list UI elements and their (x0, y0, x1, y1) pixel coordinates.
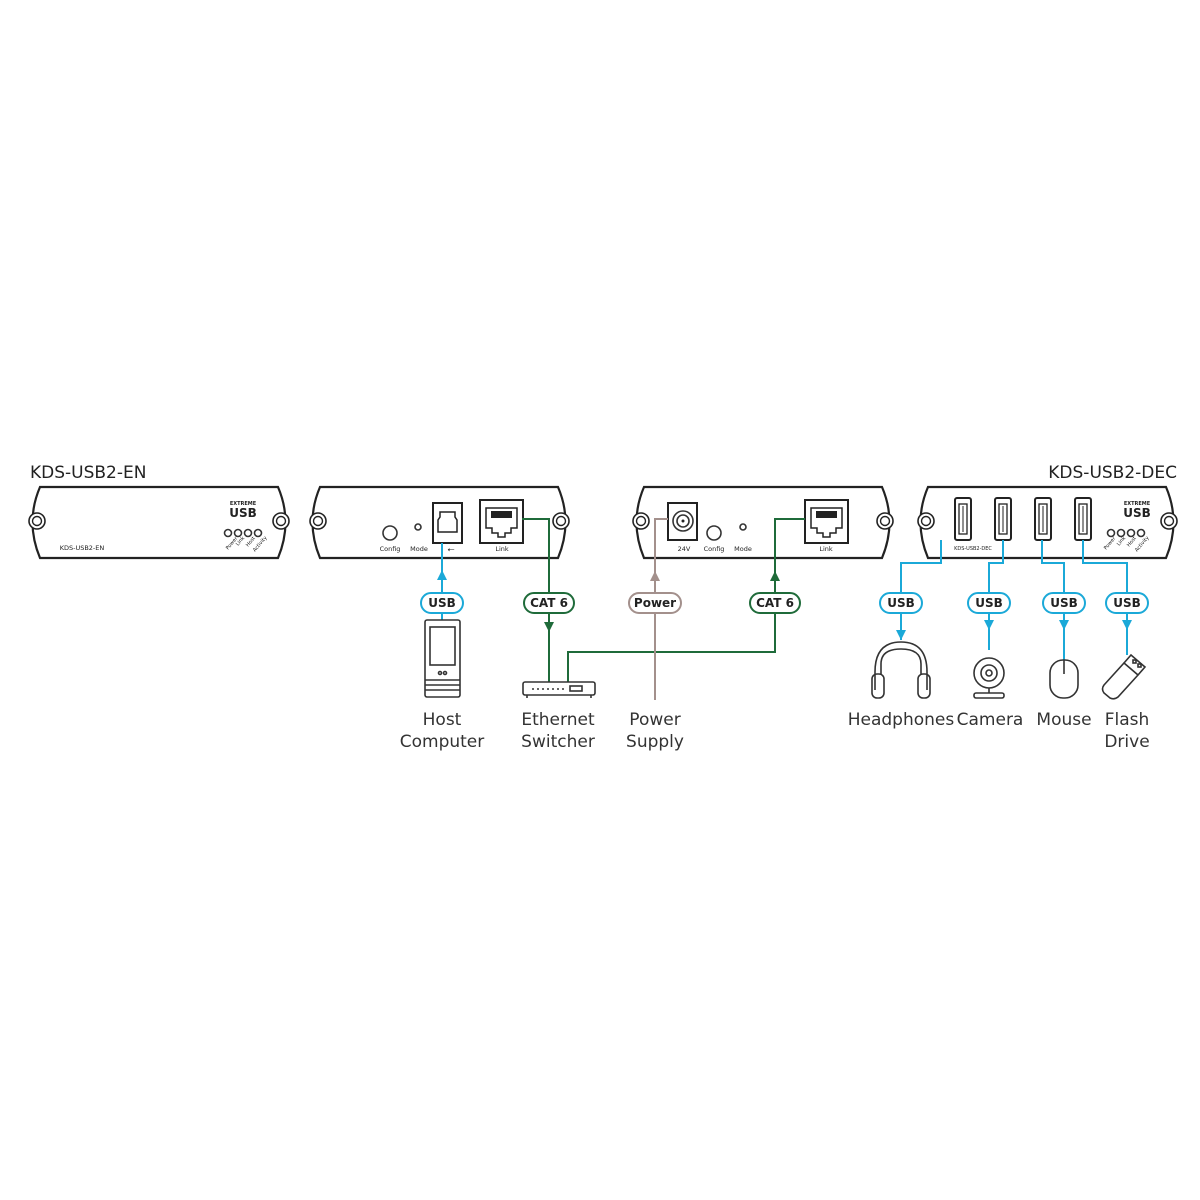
usb-a-port (1034, 497, 1052, 541)
led-label: Host (1126, 536, 1138, 549)
logo-extreme: EXTREME (230, 501, 257, 507)
flash-label: Flash (1105, 710, 1150, 730)
led-label: Link (1116, 536, 1127, 548)
power-supply-label: Supply (626, 732, 684, 752)
switch-icon (522, 681, 596, 698)
usb-a-port (1074, 497, 1092, 541)
usb-a-port (994, 497, 1012, 541)
encoder-rear-panel: Config Mode ⭠ Link (309, 485, 570, 560)
mode-label: Mode (410, 545, 428, 553)
camera-label: Camera (957, 710, 1024, 730)
logo-extreme: EXTREME (1124, 501, 1151, 507)
computer-icon (424, 619, 461, 698)
config-button[interactable] (382, 525, 398, 541)
link-label: Link (495, 545, 509, 553)
logo-usb: USB (1123, 506, 1151, 520)
usb-flash-pill: USB (1113, 596, 1141, 610)
flash-drive-icon (1101, 653, 1147, 700)
power-label: 24V (678, 545, 691, 553)
headphones-label: Headphones (848, 710, 955, 730)
rj45-port (804, 499, 849, 544)
arrow-down-icon (544, 622, 554, 632)
screw-icon (309, 512, 327, 530)
config-button[interactable] (706, 525, 722, 541)
usb-camera-pill: USB (975, 596, 1003, 610)
led-label: Link (235, 536, 246, 548)
cat6-decoder-pill: CAT 6 (756, 596, 794, 610)
decoder-rear-panel: 24V Config Mode Link (632, 485, 894, 560)
host-label: Computer (400, 732, 485, 752)
mode-led (414, 523, 422, 531)
mode-led (739, 523, 747, 531)
screw-icon (876, 512, 894, 530)
power-jack (667, 502, 698, 541)
config-label: Config (380, 545, 401, 553)
logo-usb: USB (229, 506, 257, 520)
led-label: Host (245, 536, 257, 549)
usb-headphones-pill: USB (887, 596, 915, 610)
usb-host-pill: USB (428, 596, 456, 610)
usb-a-port (954, 497, 972, 541)
mouse-icon (1049, 659, 1079, 699)
model-label: KDS-USB2-DEC (954, 546, 992, 552)
screw-icon (552, 512, 570, 530)
switch-label: Ethernet (521, 710, 595, 730)
host-label: Host (423, 710, 462, 730)
screw-icon (1160, 512, 1178, 530)
rj45-port (479, 499, 524, 544)
power-supply-label: Power (629, 710, 680, 730)
decoder-title: KDS-USB2-DEC (1048, 463, 1177, 483)
usb-b-port (432, 502, 463, 544)
encoder-front-panel: EXTREME USB Power Link Host Activity KDS… (28, 485, 290, 560)
screw-icon (917, 512, 935, 530)
arrow-up-icon (437, 570, 447, 580)
power-cable (654, 518, 668, 700)
arrow-up-icon (770, 571, 780, 581)
screw-icon (632, 512, 650, 530)
switch-label: Switcher (521, 732, 595, 752)
config-label: Config (704, 545, 725, 553)
cat6-encoder-pill: CAT 6 (530, 596, 568, 610)
arrow-up-icon (650, 571, 660, 581)
screw-icon (28, 512, 46, 530)
screw-icon (272, 512, 290, 530)
mouse-label: Mouse (1036, 710, 1091, 730)
cat6-decoder-cable (567, 518, 805, 682)
mode-label: Mode (734, 545, 752, 553)
usb-mouse-pill: USB (1050, 596, 1078, 610)
camera-icon (973, 657, 1005, 699)
cable-labels: USB CAT 6 Power CAT 6 USB USB USB USB (420, 592, 1149, 614)
usb-symbol-icon: ⭠ (447, 545, 454, 555)
arrow-down-icon (896, 620, 1132, 640)
model-label: KDS-USB2-EN (60, 544, 105, 552)
headphones-icon (871, 641, 931, 699)
link-label: Link (819, 545, 833, 553)
decoder-front-panel: KDS-USB2-DEC EXTREME USB Power Link Host… (917, 485, 1178, 560)
power-pill: Power (634, 596, 676, 610)
flash-label: Drive (1104, 732, 1149, 752)
encoder-title: KDS-USB2-EN (30, 463, 146, 483)
